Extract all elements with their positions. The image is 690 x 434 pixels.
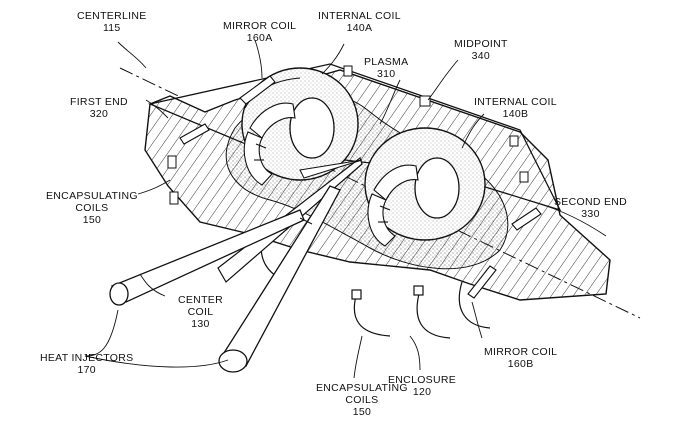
label-mirror-coil-b-name: MIRROR COIL [484,346,558,358]
label-centerline: CENTERLINE 115 [77,10,147,34]
label-first-end: FIRST END 320 [70,96,128,120]
label-second-end-name: SECOND END [554,196,628,208]
label-encapsulating-coils-bottom-ref: 150 [352,406,372,418]
label-encapsulating-coils-left-line2: COILS [75,202,109,214]
label-encapsulating-coils-bottom-line2: COILS [345,394,379,406]
label-internal-coil-a: INTERNAL COIL 140A [318,10,401,34]
label-plasma-name: PLASMA [364,56,409,68]
internal-coil-a [241,67,359,181]
label-mirror-coil-a-ref: 160A [246,32,273,44]
label-internal-coil-a-name: INTERNAL COIL [318,10,401,22]
center-coil-cone-2 [299,159,363,179]
label-centerline-ref: 115 [102,22,121,34]
label-plasma: PLASMA 310 [364,56,408,80]
label-first-end-name: FIRST END [70,96,128,108]
label-second-end-ref: 330 [581,208,600,220]
segmented-coil-b [367,164,419,247]
label-encapsulating-coils-bottom-line1: ENCAPSULATING [316,382,408,394]
label-internal-coil-b-ref: 140B [502,108,529,120]
label-plasma-ref: 310 [376,68,396,80]
label-encapsulating-coils-left-ref: 150 [82,214,102,226]
label-center-coil-line2: COIL [187,306,214,318]
label-encapsulating-coils-left-line1: ENCAPSULATING [46,190,138,202]
label-center-coil-line1: CENTER [178,294,223,306]
label-midpoint-ref: 340 [471,50,491,62]
label-center-coil: CENTER COIL 130 [178,294,223,330]
mirror-coil-a [239,75,276,105]
label-centerline-name: CENTERLINE [77,10,147,22]
label-center-coil-ref: 130 [191,318,210,330]
label-heat-injectors-name: HEAT INJECTORS [40,352,134,364]
label-enclosure-ref: 120 [412,386,432,398]
end-tab-b [511,207,542,231]
label-enclosure-name: ENCLOSURE [388,374,457,386]
label-internal-coil-a-ref: 140A [346,22,373,34]
label-encapsulating-coils-bottom: ENCAPSULATING COILS 150 [316,382,408,418]
mirror-coil-b [467,265,497,299]
label-mirror-coil-a: MIRROR COIL 160A [223,20,296,44]
heat-injector-2 [218,185,341,373]
segmented-coil-a [243,102,296,186]
label-enclosure: ENCLOSURE 120 [388,374,456,398]
label-midpoint: MIDPOINT 340 [454,38,508,62]
label-first-end-ref: 320 [89,108,109,120]
internal-coil-b [364,127,486,241]
label-mirror-coil-a-name: MIRROR COIL [223,20,297,32]
label-internal-coil-b: INTERNAL COIL 140B [474,96,557,120]
leader-lines [84,39,607,379]
label-heat-injectors-ref: 170 [77,364,96,376]
end-tab-a [179,123,210,145]
label-midpoint-name: MIDPOINT [454,38,508,50]
label-mirror-coil-b-ref: 160B [507,358,534,370]
enclosure-posts [167,65,529,205]
label-mirror-coil-b: MIRROR COIL 160B [484,346,557,370]
label-second-end: SECOND END 330 [554,196,627,220]
label-internal-coil-b-name: INTERNAL COIL [474,96,557,108]
label-heat-injectors: HEAT INJECTORS 170 [40,352,133,376]
label-encapsulating-coils-left: ENCAPSULATING COILS 150 [46,190,138,226]
